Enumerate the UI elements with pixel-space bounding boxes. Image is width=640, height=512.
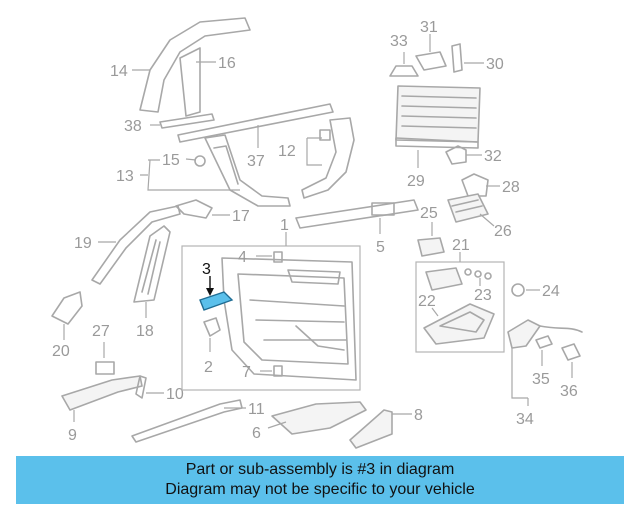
part-9-sill: [61, 375, 143, 411]
callout-4: 4: [238, 249, 247, 266]
callout-16: 16: [218, 55, 236, 72]
callout-35: 35: [532, 371, 550, 388]
banner-line-1: Part or sub-assembly is #3 in diagram: [185, 461, 455, 478]
part-6-panel: [271, 401, 367, 435]
part-25-cup: [417, 237, 445, 257]
callout-5: 5: [376, 239, 385, 256]
callout-33: 33: [390, 33, 408, 50]
callout-25: 25: [420, 205, 438, 222]
callout-21: 21: [452, 237, 470, 254]
callout-18: 18: [136, 323, 154, 340]
part-26-switch: [447, 193, 489, 223]
part-3-highlighted: [199, 291, 234, 311]
callout-27: 27: [92, 323, 110, 340]
part-12-c-pillar: [301, 117, 355, 199]
callout-20: 20: [52, 343, 70, 360]
callout-19: 19: [74, 235, 92, 252]
part-24-plug: [511, 283, 525, 297]
part-15-clip: [194, 155, 206, 167]
part-5-bar: [295, 199, 419, 229]
assembly-box-1: [181, 245, 361, 391]
callout-29: 29: [407, 173, 425, 190]
part-30-hook: [451, 43, 463, 73]
part-17-trim: [175, 199, 213, 219]
part-20-cover: [51, 291, 83, 325]
part-8-panel: [349, 409, 393, 449]
part-18-panel: [133, 225, 171, 303]
part-11-scuff: [131, 399, 243, 443]
callout-15: 15: [162, 152, 180, 169]
part-29-sunshade: [395, 85, 481, 149]
part-14-pillar-trim: [139, 17, 251, 117]
part-31-bracket: [415, 51, 447, 71]
callout-3: 3: [202, 261, 211, 278]
callout-23: 23: [474, 287, 492, 304]
callout-17: 17: [232, 208, 250, 225]
callout-11: 11: [248, 401, 265, 418]
callout-24: 24: [542, 283, 560, 300]
part-37-strip: [177, 103, 334, 143]
callout-1: 1: [280, 217, 289, 234]
part-door-panel: [221, 257, 357, 381]
part-3-arrow: [206, 288, 214, 296]
part-4-clip: [273, 251, 283, 263]
callout-31: 31: [420, 19, 438, 36]
part-33-bracket: [389, 65, 419, 77]
part-21-switch-panel: [425, 267, 492, 291]
part-19-molding: [91, 205, 181, 285]
part-7-clip: [273, 365, 283, 377]
callout-10: 10: [166, 386, 184, 403]
callout-38: 38: [124, 118, 142, 135]
callout-13: 13: [116, 168, 134, 185]
callout-37: 37: [247, 153, 265, 170]
callout-7: 7: [242, 364, 251, 381]
part-28-handle: [461, 173, 489, 197]
callout-28: 28: [502, 179, 520, 196]
part-2-clip: [203, 317, 221, 337]
callout-12: 12: [278, 143, 296, 160]
part-10-strip: [135, 375, 147, 399]
part-27-clip: [95, 361, 115, 375]
parts-diagram: 14 16 38 37 15 13 12 29 33 31 30 32: [51, 17, 583, 449]
callout-9: 9: [68, 427, 77, 444]
info-banner: Part or sub-assembly is #3 in diagram Di…: [16, 456, 624, 504]
part-13-b-pillar: [204, 134, 291, 207]
callout-22: 22: [418, 293, 436, 310]
callout-30: 30: [486, 56, 504, 73]
callout-36: 36: [560, 383, 578, 400]
part-32-bracket: [445, 145, 467, 165]
callout-14: 14: [110, 63, 128, 80]
callout-26: 26: [494, 223, 512, 240]
banner-line-2: Diagram may not be specific to your vehi…: [165, 481, 475, 498]
callout-34: 34: [516, 411, 534, 428]
part-38-strip: [159, 113, 215, 129]
part-34-harness: [507, 319, 583, 361]
callout-2: 2: [204, 359, 213, 376]
callout-6: 6: [252, 425, 261, 442]
callout-32: 32: [484, 148, 502, 165]
part-22-handle: [423, 303, 495, 345]
callout-8: 8: [414, 407, 423, 424]
